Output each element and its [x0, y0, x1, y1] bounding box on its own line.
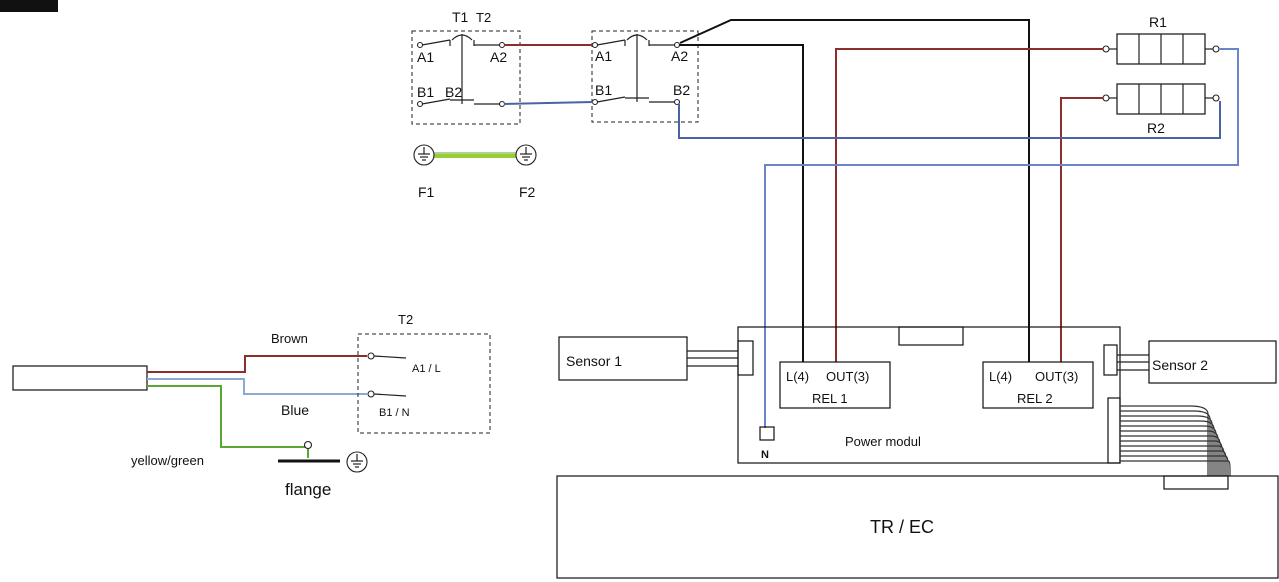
switch-right-a2: A2: [671, 48, 688, 64]
power-module: Sensor 1 Sensor 2 L(4) OUT(3) REL 1 L(4)…: [558, 326, 1277, 464]
switch-right-b1: B1: [595, 82, 612, 98]
switch-left-title-t1: T1: [452, 9, 469, 25]
switch-left-a1: A1: [417, 49, 434, 65]
ribbon-strand: [1120, 420, 1215, 476]
resistor-r1-label: R1: [1149, 14, 1167, 30]
n-terminal-label: N: [761, 449, 769, 461]
rel1-name: REL 1: [812, 391, 848, 406]
corner-tab: [0, 0, 58, 12]
ribbon-strand: [1120, 430, 1219, 476]
wire-label-brown: Brown: [271, 331, 308, 346]
rel2-l-label: L(4): [989, 369, 1012, 384]
switch-left-b2: B2: [445, 84, 462, 100]
t2-terminal-a1-l: A1 / L: [412, 363, 441, 375]
cable-assembly: Brown Blue yellow/green flange: [12, 331, 368, 499]
base-label: TR / EC: [870, 517, 934, 537]
ribbon-strand: [1120, 460, 1231, 476]
wire-brown-r2-rel2: [1060, 97, 1103, 362]
ribbon-strand: [1120, 455, 1229, 476]
wire-b2-b1-blue: [503, 101, 594, 105]
switch-left-title-t2: T2: [476, 10, 491, 25]
wire-blue-r1-n: [764, 48, 1239, 428]
switch-left-a2: A2: [490, 49, 507, 65]
resistor-r1: R1: [1102, 14, 1220, 65]
switch-right-b2: B2: [673, 82, 690, 98]
rel2-out-label: OUT(3): [1035, 369, 1078, 384]
rel1-out-label: OUT(3): [826, 369, 869, 384]
resistor-r2: R2: [1102, 83, 1220, 136]
wire-black-to-rel2: [679, 19, 1030, 362]
switch-left-b1: B1: [417, 84, 434, 100]
ground-icon: [515, 144, 537, 166]
t2-box-title: T2: [398, 312, 413, 327]
wire-label-blue: Blue: [281, 402, 309, 418]
ground-icon: [413, 144, 435, 166]
sensor-1-label: Sensor 1: [566, 353, 622, 369]
ground-label-f1: F1: [418, 184, 435, 200]
t2-terminal-b1-n: B1 / N: [379, 407, 410, 419]
wire-brown-r1-rel1: [835, 48, 1103, 362]
base-unit: [556, 475, 1279, 579]
ribbon-strand: [1120, 445, 1225, 476]
resistor-r2-label: R2: [1147, 120, 1165, 136]
base-connector: [1163, 475, 1229, 490]
flange-label: flange: [285, 480, 331, 499]
ribbon-cable: [1120, 405, 1231, 476]
rel2-name: REL 2: [1017, 391, 1053, 406]
ground-label-f2: F2: [519, 184, 536, 200]
wire-black-to-rel1: [679, 44, 804, 362]
ground-icon: [346, 451, 368, 473]
wire-label-yellow-green: yellow/green: [131, 453, 204, 468]
ribbon-strand: [1120, 435, 1221, 476]
switch-block-left: T1 T2 A1 A2 B1 B2: [411, 9, 521, 125]
ground-f1-f2: F1 F2: [413, 144, 537, 200]
power-module-label: Power modul: [845, 434, 921, 449]
switch-right-a1: A1: [595, 48, 612, 64]
ribbon-strand: [1120, 450, 1227, 476]
switch-block-right: A1 A2 B1 B2: [591, 30, 699, 123]
wire-blue-b2-r2: [678, 101, 1221, 139]
ribbon-strand: [1120, 440, 1223, 476]
sensor-2-label: Sensor 2: [1152, 357, 1208, 373]
t2-terminal-box: T2 A1 / L B1 / N: [357, 312, 491, 434]
rel1-l-label: L(4): [786, 369, 809, 384]
